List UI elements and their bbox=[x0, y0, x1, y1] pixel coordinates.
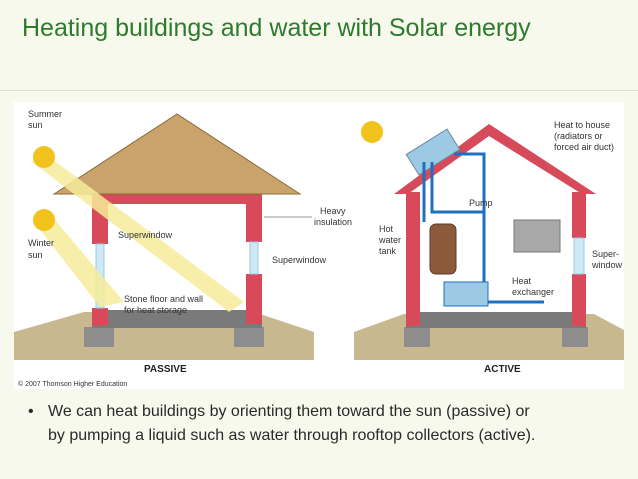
bullet-line-2: by pumping a liquid such as water throug… bbox=[48, 427, 536, 444]
solar-heating-diagram: Summer sun Winter sun Superwindow Superw… bbox=[14, 102, 624, 389]
passive-wall-right-lower bbox=[246, 274, 262, 324]
label-superwindow-active-1: Super- bbox=[592, 249, 619, 259]
passive-wall-left-lower bbox=[92, 308, 108, 326]
label-winter-sun-1: Winter bbox=[28, 238, 54, 248]
label-summer-sun-1: Summer bbox=[28, 109, 62, 119]
label-heavy-insulation-2: insulation bbox=[314, 217, 352, 227]
heat-exchanger bbox=[443, 281, 489, 307]
winter-sunbeam bbox=[34, 214, 124, 307]
passive-footing-left bbox=[84, 327, 114, 347]
summer-sun-icon bbox=[33, 146, 55, 168]
active-sun-icon bbox=[361, 121, 383, 143]
passive-floor bbox=[92, 310, 262, 328]
active-wall-right-upper bbox=[572, 192, 586, 238]
label-winter-sun-2: sun bbox=[28, 250, 43, 260]
active-wall-right-lower bbox=[572, 274, 586, 326]
bullet-line-1: We can heat buildings by orienting them … bbox=[48, 403, 530, 420]
bullet-list: • We can heat buildings by orienting the… bbox=[28, 400, 630, 448]
label-heat-to-house-2: (radiators or bbox=[554, 131, 603, 141]
label-hot-water-1: Hot bbox=[379, 224, 394, 234]
passive-roof bbox=[52, 113, 302, 195]
label-summer-sun-2: sun bbox=[28, 120, 43, 130]
winter-sun-icon bbox=[33, 209, 55, 231]
passive-wall-right-upper bbox=[246, 192, 262, 242]
active-roof bbox=[394, 124, 596, 194]
passive-house: Summer sun Winter sun Superwindow Superw… bbox=[14, 109, 352, 375]
copyright-text: © 2007 Thomson Higher Education bbox=[18, 380, 127, 388]
active-house: Pump Hot water tank Heat to house (radia… bbox=[354, 120, 624, 375]
active-footing-right bbox=[562, 327, 588, 347]
passive-window-right bbox=[249, 241, 259, 275]
label-hot-water-3: tank bbox=[379, 246, 397, 256]
label-pump: Pump bbox=[469, 198, 493, 208]
label-heat-to-house-3: forced air duct) bbox=[554, 142, 614, 152]
slide-title: Heating buildings and water with Solar e… bbox=[22, 14, 531, 42]
rooftop-collector bbox=[405, 128, 461, 176]
summer-sunbeam bbox=[32, 150, 244, 312]
active-footing-left bbox=[404, 327, 430, 347]
label-superwindow-inner: Superwindow bbox=[118, 230, 173, 240]
label-heavy-insulation-1: Heavy bbox=[320, 206, 346, 216]
label-superwindow-right: Superwindow bbox=[272, 255, 327, 265]
caption-active: ACTIVE bbox=[484, 364, 521, 375]
label-stone-floor-2: for heat storage bbox=[124, 305, 187, 315]
hot-water-tank bbox=[429, 223, 457, 275]
active-wall-left bbox=[406, 192, 420, 326]
diagram-svg: Summer sun Winter sun Superwindow Superw… bbox=[14, 102, 624, 389]
caption-passive: PASSIVE bbox=[144, 364, 187, 375]
active-floor bbox=[406, 312, 586, 328]
title-divider bbox=[0, 90, 638, 91]
label-hot-water-2: water bbox=[378, 235, 401, 245]
active-window-right bbox=[573, 237, 585, 275]
label-heat-to-house-1: Heat to house bbox=[554, 120, 610, 130]
label-heat-exchanger-2: exchanger bbox=[512, 287, 554, 297]
passive-footing-right bbox=[234, 327, 264, 347]
label-stone-floor-1: Stone floor and wall bbox=[124, 294, 203, 304]
label-superwindow-active-2: window bbox=[591, 260, 623, 270]
label-heat-exchanger-1: Heat bbox=[512, 276, 532, 286]
radiator bbox=[513, 219, 561, 253]
water-pipes bbox=[422, 152, 544, 304]
bullet-marker: • bbox=[28, 403, 34, 420]
